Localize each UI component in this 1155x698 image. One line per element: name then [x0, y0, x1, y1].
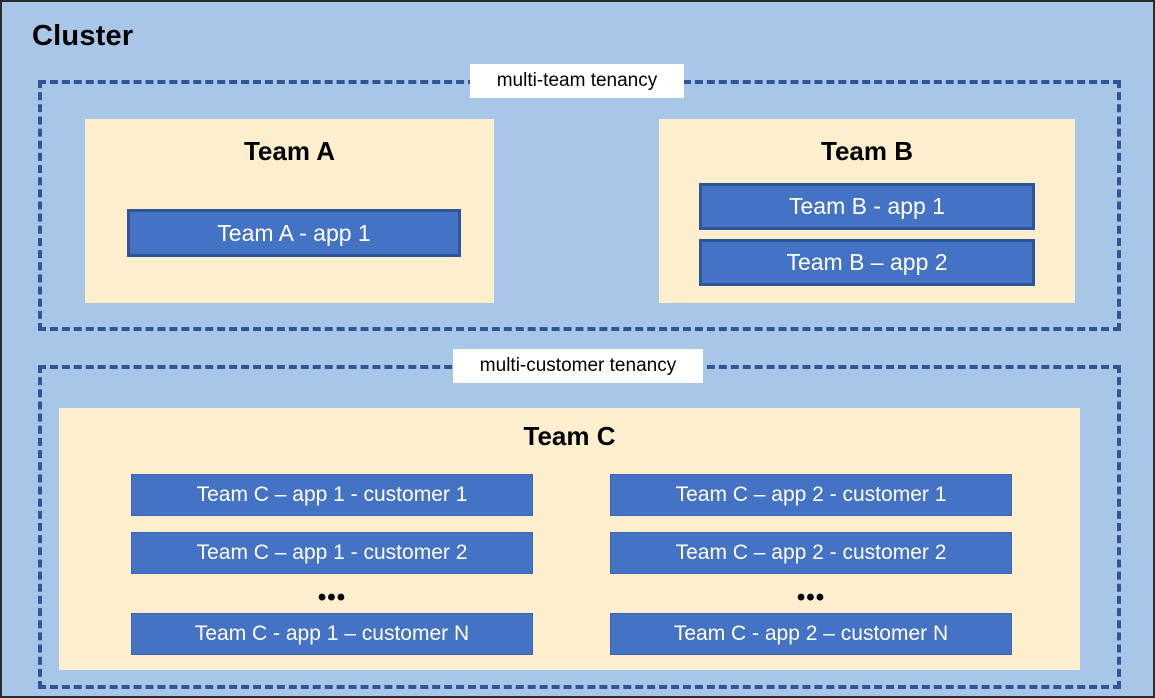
team-c-container: Team C Team C – app 1 - customer 1 Team …	[59, 408, 1080, 670]
team-a-container: Team A Team A - app 1	[85, 119, 494, 303]
multi-customer-tenancy-label: multi-customer tenancy	[453, 349, 703, 383]
team-b-app-1[interactable]: Team B - app 1	[699, 183, 1035, 230]
team-c-app-1-ellipsis: •••	[317, 584, 347, 611]
team-c-app-1-customer-2[interactable]: Team C – app 1 - customer 2	[131, 532, 533, 574]
team-b-container: Team B Team B - app 1 Team B – app 2	[659, 119, 1075, 303]
team-c-app-1-customer-1[interactable]: Team C – app 1 - customer 1	[131, 474, 533, 516]
multi-team-tenancy-label: multi-team tenancy	[470, 64, 684, 98]
team-b-app-2[interactable]: Team B – app 2	[699, 239, 1035, 286]
team-a-title: Team A	[243, 136, 336, 166]
team-a-app-1[interactable]: Team A - app 1	[127, 209, 461, 257]
team-b-title: Team B	[821, 136, 913, 166]
team-c-title: Team C	[523, 421, 616, 451]
team-c-app-2-customer-2[interactable]: Team C – app 2 - customer 2	[610, 532, 1012, 574]
team-c-app-1-customer-n[interactable]: Team C - app 1 – customer N	[131, 613, 533, 655]
page-title: Cluster	[32, 20, 134, 52]
team-c-app-2-customer-n[interactable]: Team C - app 2 – customer N	[610, 613, 1012, 655]
team-c-app-2-ellipsis: •••	[796, 584, 826, 611]
team-c-app-2-customer-1[interactable]: Team C – app 2 - customer 1	[610, 474, 1012, 516]
